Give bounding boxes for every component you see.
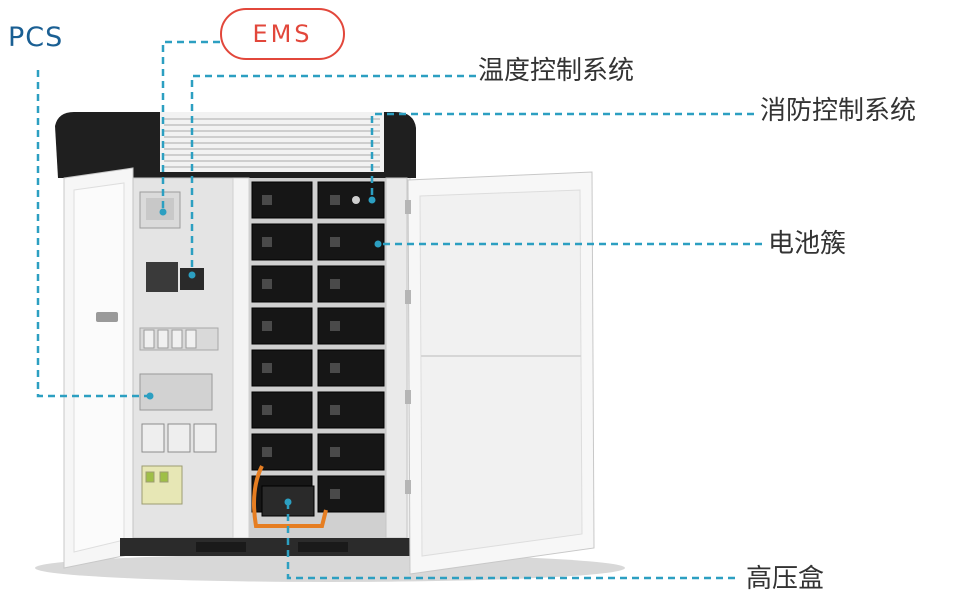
leader-endpoints <box>146 196 382 506</box>
right-door-glass <box>419 189 583 557</box>
vent-slats <box>164 118 380 168</box>
pcs-leader <box>36 70 150 398</box>
switchgear <box>141 423 217 453</box>
right-door-hinges <box>405 200 411 494</box>
pcs-module <box>139 373 213 411</box>
battery-cluster-label: 电池簇 <box>768 229 847 259</box>
fire-sensor <box>352 196 360 204</box>
ems-screen <box>146 198 174 220</box>
temperature-control-label: 温度控制系统 <box>478 56 635 86</box>
temperature-controller <box>146 262 178 292</box>
cabinet-vent <box>160 112 384 172</box>
left-door-inner <box>73 182 125 553</box>
compartment-divider <box>232 177 250 539</box>
forklift-slot-right <box>298 542 348 552</box>
left-door-handle <box>96 312 118 322</box>
fire-control-label: 消防控制系统 <box>760 96 917 126</box>
ems-leader <box>161 40 220 212</box>
ems-label: EMS <box>252 20 313 48</box>
ems-badge: EMS <box>220 8 345 60</box>
pcs-label: PCS <box>8 22 64 53</box>
forklift-slot-left <box>196 542 246 552</box>
cabinet-base <box>120 538 410 556</box>
temperature-controller-2 <box>180 268 204 290</box>
breakers <box>143 329 197 349</box>
hv-cable-orange <box>252 465 328 528</box>
high-voltage-box-label: 高压盒 <box>746 564 825 594</box>
leader-lines <box>36 40 762 580</box>
battery-modules-right <box>317 181 385 513</box>
terminal-blocks <box>141 465 183 505</box>
rack-right-post <box>385 177 408 539</box>
hv-leader <box>286 502 740 580</box>
